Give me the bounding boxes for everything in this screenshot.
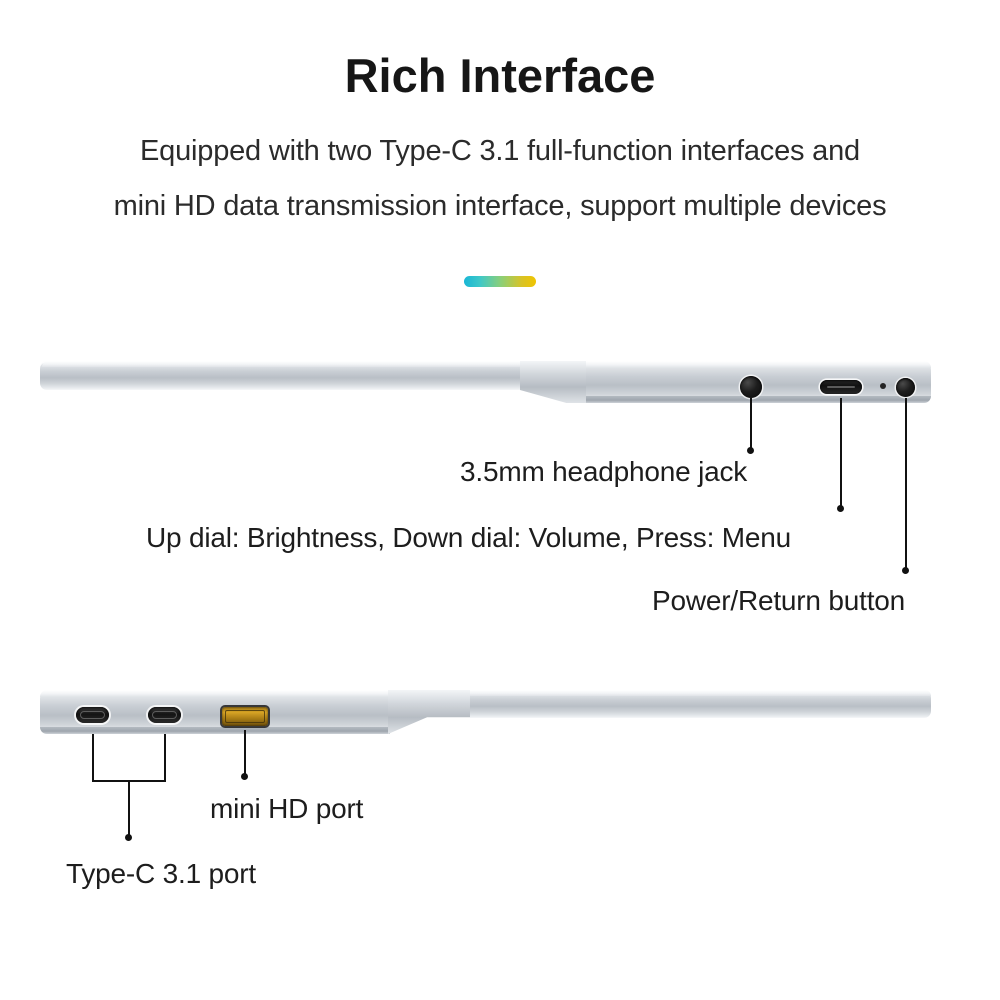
caption-power-button: Power/Return button xyxy=(652,585,906,616)
device-taper-wedge-bottom xyxy=(388,690,473,734)
leader-line-minihd xyxy=(244,730,246,778)
caption-headphone-jack: 3.5mm headphone jack xyxy=(460,456,748,487)
leader-line-typec-right xyxy=(164,734,166,782)
indicator-led-icon xyxy=(880,383,886,389)
control-dial-slot[interactable] xyxy=(820,380,862,394)
page-title: Rich Interface xyxy=(344,49,656,102)
device-top-highlight-bottomview-left xyxy=(40,690,390,697)
leader-line-power xyxy=(905,398,907,570)
leader-line-dial xyxy=(840,398,842,508)
leader-dot-dial xyxy=(837,505,844,512)
gradient-divider xyxy=(464,276,536,287)
leader-dot-power xyxy=(902,567,909,574)
device-top-highlight-right xyxy=(586,361,931,368)
caption-mini-hd-port: mini HD port xyxy=(210,793,364,824)
leader-dot-typec xyxy=(125,834,132,841)
leader-line-typec-left xyxy=(92,734,94,782)
leader-line-headphone xyxy=(750,398,752,450)
type-c-port-2[interactable] xyxy=(148,707,181,723)
device-top-highlight-bottomview-right xyxy=(470,690,931,696)
power-return-button[interactable] xyxy=(896,378,915,397)
subtitle-line-1: Equipped with two Type-C 3.1 full-functi… xyxy=(140,135,860,167)
device-bottom-shade-bottomview-left xyxy=(40,727,390,734)
device-top-highlight-left xyxy=(42,361,560,367)
subtitle-line-2: mini HD data transmission interface, sup… xyxy=(113,190,887,222)
leader-dot-headphone xyxy=(747,447,754,454)
caption-dial-functions: Up dial: Brightness, Down dial: Volume, … xyxy=(146,522,791,553)
device-bottom-shade-right xyxy=(586,396,931,403)
leader-dot-minihd xyxy=(241,773,248,780)
headphone-jack-port[interactable] xyxy=(740,376,762,398)
mini-hd-port[interactable] xyxy=(222,707,268,726)
type-c-port-1[interactable] xyxy=(76,707,109,723)
caption-type-c-port: Type-C 3.1 port xyxy=(66,858,256,889)
leader-line-typec-stem xyxy=(128,780,130,837)
